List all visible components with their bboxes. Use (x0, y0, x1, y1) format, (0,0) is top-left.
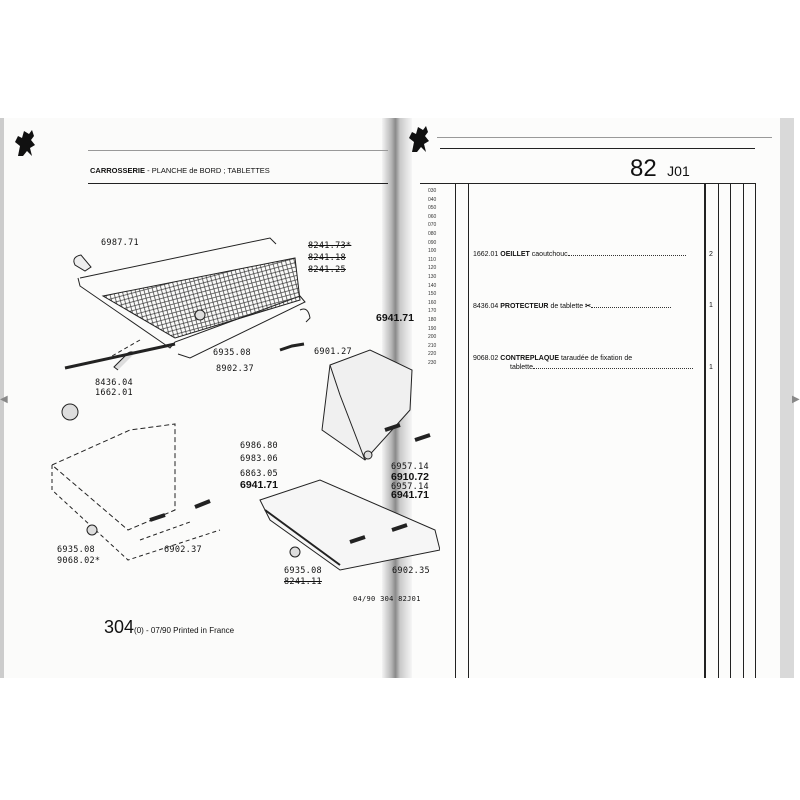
part-ref: 9068.02 (473, 355, 499, 362)
row-number: 120 (428, 265, 437, 272)
label-6902-37: 6902.37 (164, 545, 202, 555)
label-8436-04: 8436.04 (95, 378, 133, 388)
row-number: 110 (428, 256, 436, 263)
label-8241-18: 8241.18 (308, 253, 346, 263)
label-6987-71: 6987.71 (101, 238, 139, 248)
label-6935-08: 6935.08 (213, 348, 251, 358)
peugeot-lion-logo (409, 126, 429, 152)
row-number: 090 (428, 239, 437, 246)
page-number-main: 82 (630, 155, 657, 182)
label-6902-35: 6902.35 (392, 566, 430, 576)
peugeot-lion-logo (15, 130, 35, 156)
footer-model: 304 (104, 617, 135, 637)
part-qty: 1 (709, 302, 713, 309)
part-item: 8436.04 PROTECTEUR de tablette ✂ (473, 302, 671, 310)
section-title: CARROSSERIE - PLANCHE de BORD ; TABLETTE… (90, 166, 270, 175)
page-code: J01 (667, 163, 690, 179)
row-number: 170 (428, 308, 437, 315)
part-ref: 1662.01 (473, 251, 499, 258)
row-number: 180 (428, 317, 437, 323)
column-divider (730, 183, 731, 678)
right-edge (780, 118, 794, 678)
section-title-bold: CARROSSERIE (90, 166, 146, 175)
row-number: 220 (428, 351, 437, 358)
label-9068-02: 9068.02* (57, 556, 101, 566)
label-8241-25: 8241.25 (308, 265, 346, 275)
top-rule (437, 137, 772, 138)
part-item-continued: tablette (510, 364, 693, 371)
top-rule (88, 150, 388, 151)
left-edge (0, 118, 4, 678)
row-number: 190 (428, 325, 437, 332)
label-8902-37: 8902.37 (216, 364, 254, 374)
column-divider (755, 183, 756, 678)
row-number: 070 (428, 222, 437, 229)
label-8241-11: 8241.11 (284, 577, 322, 587)
header-rule (440, 148, 755, 149)
part-ref: 8436.04 (473, 303, 499, 310)
part-name: CONTREPLAQUE (500, 355, 559, 362)
row-number: 080 (428, 231, 437, 237)
label-8241-73: 8241.73* (308, 241, 352, 251)
part-desc: caoutchouc (531, 251, 568, 258)
next-page-button[interactable]: ▶ (792, 394, 800, 405)
label-6986-80: 6986.80 (240, 441, 278, 451)
label-6901-27: 6901.27 (314, 347, 352, 357)
row-number: 040 (428, 196, 437, 203)
row-number: 130 (428, 274, 437, 280)
row-number: 230 (428, 360, 437, 366)
part-name: OEILLET (500, 251, 530, 258)
column-divider (468, 183, 469, 678)
row-number: 200 (428, 334, 437, 341)
diagram-reference: 04/90 304 82J01 (353, 595, 421, 603)
label-6935-08: 6935.08 (57, 545, 95, 555)
footer-print-info: (0) - 07/90 Printed in France (134, 626, 235, 635)
part-name: PROTECTEUR (500, 303, 549, 310)
part-item: 1662.01 OEILLET caoutchouc (473, 251, 686, 258)
right-page (410, 118, 780, 678)
bolt-6987-shape (73, 254, 92, 272)
column-divider (455, 183, 456, 678)
label-6910-72: 6910.72 (391, 471, 429, 483)
label-6941-71: 6941.71 (240, 479, 278, 491)
label-6957-14: 6957.14 (391, 462, 429, 472)
header-rule (88, 183, 388, 184)
part-item: 9068.02 CONTREPLAQUE taraudée de fixatio… (473, 355, 632, 362)
label-1662-01: 1662.01 (95, 388, 133, 398)
row-number: 210 (428, 342, 437, 349)
page-number: 82 J01 (630, 155, 690, 183)
row-number: 150 (428, 291, 437, 298)
row-number: 140 (428, 282, 437, 289)
part-qty: 1 (709, 364, 713, 371)
column-divider (718, 183, 719, 678)
label-6935-08: 6935.08 (284, 566, 322, 576)
prev-page-button[interactable]: ◀ (0, 394, 8, 405)
label-6957-14: 6957.14 (391, 482, 429, 492)
label-6941-71: 6941.71 (391, 489, 429, 501)
parts-diagram (51, 237, 440, 571)
part-desc: de tablette (550, 303, 584, 310)
part-desc: tablette (510, 364, 533, 371)
page-footer: 304(0) - 07/90 Printed in France (104, 617, 234, 638)
row-number: 160 (428, 299, 437, 306)
row-number: 060 (428, 213, 437, 220)
row-number: 050 (428, 205, 437, 212)
label-6863-05: 6863.05 (240, 469, 278, 479)
label-6983-06: 6983.06 (240, 454, 278, 464)
table-top-rule (420, 183, 756, 184)
section-title-rest: - PLANCHE de BORD ; TABLETTES (147, 166, 270, 175)
scissors-icon: ✂ (585, 303, 591, 310)
label-6941-71: 6941.71 (376, 312, 414, 324)
part-desc: taraudée de fixation de (560, 355, 633, 362)
part-qty: 2 (709, 251, 713, 258)
column-divider (704, 183, 706, 678)
row-number: 030 (428, 188, 437, 194)
row-number: 100 (428, 248, 437, 255)
column-divider (743, 183, 744, 678)
